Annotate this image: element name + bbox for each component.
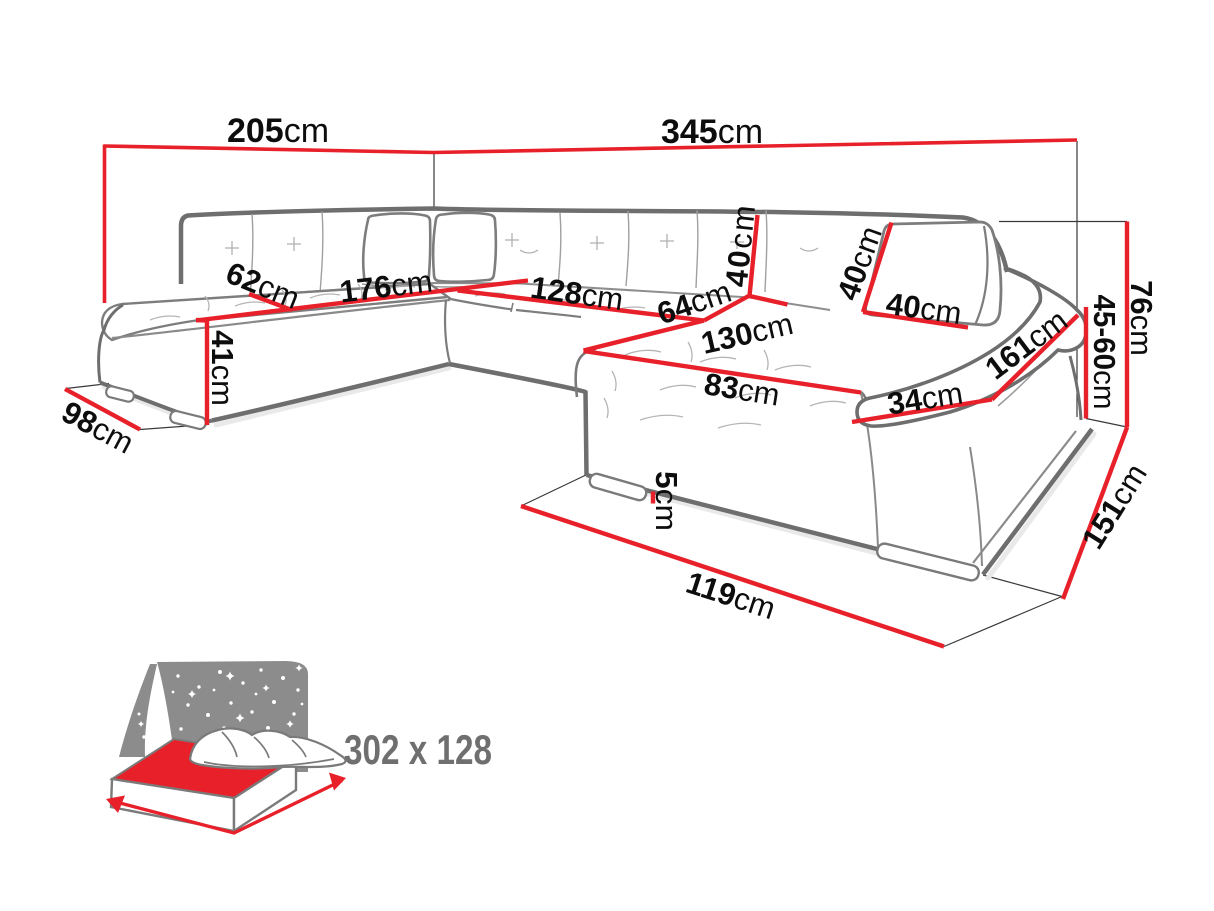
svg-text:205cm: 205cm [227,112,329,150]
svg-text:45-60cm: 45-60cm [1087,295,1122,410]
svg-text:5cm: 5cm [649,471,684,531]
svg-text:41cm: 41cm [205,330,240,406]
svg-text:76cm: 76cm [1124,280,1159,356]
svg-text:40cm: 40cm [719,202,763,289]
svg-text:302 x 128: 302 x 128 [344,726,492,773]
svg-text:345cm: 345cm [661,113,763,151]
